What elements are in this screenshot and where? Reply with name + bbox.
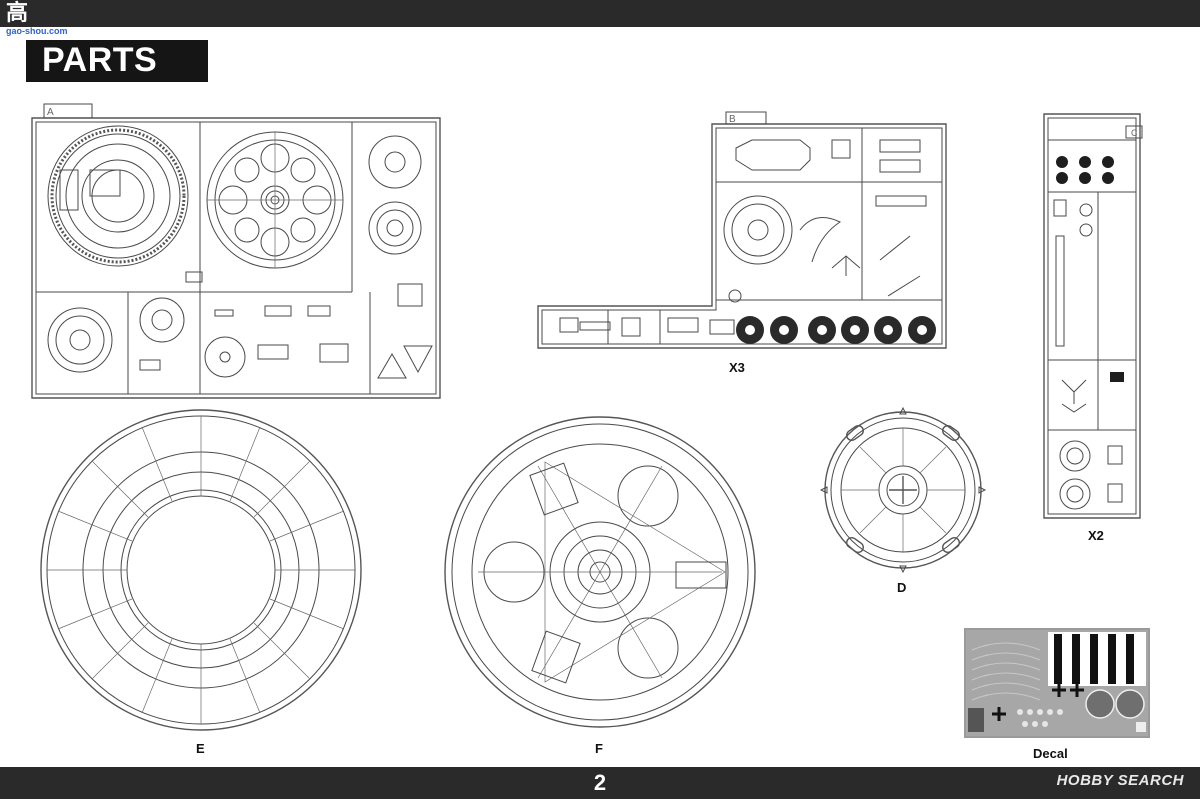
sprue-a: A: [31, 103, 441, 399]
sprue-c-letter: C: [1131, 128, 1138, 138]
part-e-label: E: [196, 741, 205, 756]
title-tab: [26, 40, 208, 82]
part-f-label: F: [595, 741, 603, 756]
bottom-bar: [0, 767, 1200, 799]
watermark-logo: 高: [6, 0, 29, 25]
part-f: [444, 416, 756, 728]
part-d: [819, 406, 987, 574]
sprue-b-multiplier: X3: [729, 360, 745, 375]
part-e: [40, 409, 362, 731]
sprue-c: C: [1043, 113, 1143, 519]
sprue-b-letter: B: [729, 114, 736, 125]
sprue-a-letter: A: [47, 107, 54, 118]
decal-sheet: [964, 628, 1150, 738]
part-d-label: D: [897, 580, 907, 595]
decal-label: Decal: [1033, 746, 1068, 761]
watermark-url: gao-shou.com: [6, 26, 68, 36]
sprue-b: B: [537, 111, 947, 349]
page-number: 2: [593, 770, 607, 795]
watermark-hobbysearch: HOBBY SEARCH: [1056, 772, 1184, 789]
top-bar: [0, 0, 1200, 27]
sprue-c-multiplier: X2: [1088, 528, 1104, 543]
page-title: PARTS: [42, 41, 158, 79]
